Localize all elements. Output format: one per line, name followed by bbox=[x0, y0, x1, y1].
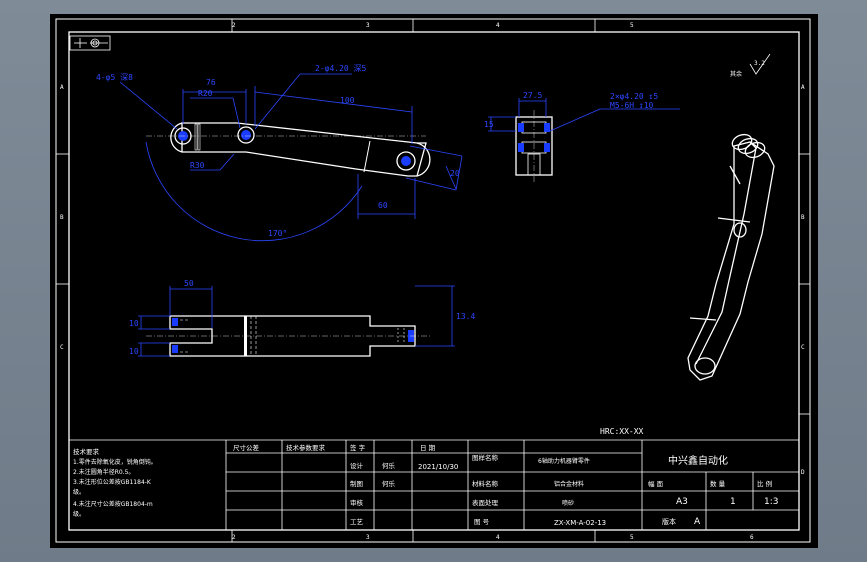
arm-step-line bbox=[363, 140, 371, 173]
zone-right-3: C bbox=[801, 344, 805, 351]
col-header-sign: 签 字 bbox=[350, 443, 366, 452]
dim-20: 20 bbox=[450, 169, 460, 178]
dim-13: 13.4 bbox=[456, 312, 475, 321]
dim-r30: R30 bbox=[190, 161, 205, 170]
review-label: 审核 bbox=[350, 498, 364, 507]
front-view: 50 10 10 13.4 bbox=[129, 279, 475, 357]
qty-value: 1 bbox=[730, 497, 736, 507]
title-block: 尺寸公差 技术参数要求 签 字 日 期 设计 何乐 2021/10/30 制图 … bbox=[69, 439, 799, 530]
hole-middle-fill bbox=[241, 130, 251, 140]
inner-border bbox=[68, 31, 800, 531]
zone-top-1: 2 bbox=[232, 22, 236, 29]
hole-right-fill bbox=[401, 156, 411, 166]
zone-left-2: B bbox=[60, 214, 64, 221]
project-label: 图样名称 bbox=[472, 453, 499, 462]
dim-76: 76 bbox=[206, 78, 216, 87]
arm-outline bbox=[181, 122, 427, 177]
drawing-sheet: 2 3 4 5 2 3 4 5 6 A B C A B C D 其余 3.2 bbox=[55, 18, 811, 543]
dim-10a: 10 bbox=[129, 319, 139, 328]
top-view-dimensions bbox=[119, 73, 463, 242]
drafter-label: 制图 bbox=[350, 479, 363, 488]
version-value: A bbox=[694, 517, 701, 527]
material-label: 材料名称 bbox=[472, 479, 499, 488]
roughness-label: 其余 bbox=[730, 70, 742, 78]
zone-bottom-4: 5 bbox=[630, 534, 634, 541]
zone-right-2: B bbox=[801, 214, 805, 221]
dim-50: 50 bbox=[184, 279, 194, 288]
dim-r20: R20 bbox=[198, 89, 213, 98]
col-header-date: 日 期 bbox=[420, 444, 436, 452]
design-date: 2021/10/30 bbox=[418, 463, 458, 471]
col-header-tolerance: 尺寸公差 bbox=[233, 443, 260, 452]
side-callout-1: 2×φ4.20 ↧5 bbox=[610, 92, 658, 101]
projection-symbol-icon bbox=[69, 35, 111, 51]
zone-bottom-5: 6 bbox=[750, 534, 754, 541]
top-view-dim-text: 4-φ5 深8 76 R20 2-φ4.20 深5 100 R30 170° 2… bbox=[96, 64, 460, 238]
cad-drawing-viewport[interactable]: 2 3 4 5 2 3 4 5 6 A B C A B C D 其余 3.2 bbox=[50, 14, 818, 548]
design-label: 设计 bbox=[350, 461, 364, 470]
company-name: 中兴鑫自动化 bbox=[668, 454, 728, 467]
size-label: 幅 面 bbox=[648, 479, 664, 488]
version-label: 版本 bbox=[662, 517, 676, 526]
side-callout-2: M5-6H ↧10 bbox=[610, 101, 654, 110]
zone-right-4: D bbox=[801, 469, 805, 476]
zone-top-3: 4 bbox=[496, 22, 500, 29]
note-line-2: 2.未注圆角半径R0.5。 bbox=[73, 468, 134, 476]
hole-middle bbox=[237, 126, 255, 144]
zone-top-2: 3 bbox=[366, 22, 370, 29]
hole-callout: 4-φ5 深8 bbox=[96, 73, 133, 82]
hole-right bbox=[396, 151, 416, 171]
note-line-5: 4.未注尺寸公差按GB1804-m bbox=[73, 500, 153, 508]
drawing-no-label: 图 号 bbox=[474, 518, 490, 526]
zone-bottom-2: 3 bbox=[366, 534, 370, 541]
zone-labels: 2 3 4 5 2 3 4 5 6 A B C A B C D bbox=[60, 22, 805, 541]
treatment-label: 表面处理 bbox=[472, 498, 499, 507]
drafter-name: 何乐 bbox=[382, 479, 396, 488]
zone-left-3: C bbox=[60, 344, 64, 351]
technical-notes: 技术要求 1.零件去除氧化皮，锐角倒钝。 2.未注圆角半径R0.5。 3.未注形… bbox=[73, 447, 157, 518]
zone-left-1: A bbox=[60, 84, 64, 91]
material-value: 铝合金材料 bbox=[554, 480, 584, 488]
hrc-note: HRC:XX-XX bbox=[600, 427, 644, 436]
pin-callout: 2-φ4.20 深5 bbox=[315, 64, 367, 73]
col-header-spec: 技术参数要求 bbox=[286, 443, 326, 452]
dim-10b: 10 bbox=[129, 347, 139, 356]
zone-bottom-3: 4 bbox=[496, 534, 500, 541]
zone-right-1: A bbox=[801, 84, 805, 91]
zone-top-4: 5 bbox=[630, 22, 634, 29]
scale-value: 1:3 bbox=[764, 497, 778, 507]
design-name: 何乐 bbox=[382, 461, 396, 470]
outer-border bbox=[55, 18, 811, 543]
dim-27: 27.5 bbox=[523, 91, 542, 100]
note-line-3: 3.未注形位公差按GB1184-K bbox=[73, 478, 152, 486]
roughness-value: 3.2 bbox=[754, 60, 765, 67]
note-line-4: 级。 bbox=[73, 488, 85, 496]
dim-100: 100 bbox=[340, 96, 355, 105]
process-label: 工艺 bbox=[350, 518, 364, 526]
treatment-value: 喷砂 bbox=[562, 499, 574, 507]
zone-ticks bbox=[56, 19, 810, 542]
qty-label: 数 量 bbox=[710, 479, 726, 488]
side-view: 27.5 15 2×φ4.20 ↧5 M5-6H ↧10 bbox=[484, 91, 680, 182]
drawing-no: ZX-XM-A-02-13 bbox=[554, 519, 606, 527]
scale-label: 比 例 bbox=[757, 479, 772, 488]
note-line-6: 级。 bbox=[73, 510, 85, 518]
note-line-1: 1.零件去除氧化皮，锐角倒钝。 bbox=[73, 458, 157, 466]
top-view: 4-φ5 深8 76 R20 2-φ4.20 深5 100 R30 170° 2… bbox=[96, 64, 463, 242]
surface-roughness-symbol: 其余 3.2 bbox=[730, 53, 771, 78]
size-value: A3 bbox=[676, 497, 688, 507]
dim-15: 15 bbox=[484, 120, 494, 129]
zone-bottom-1: 2 bbox=[232, 534, 236, 541]
isometric-view bbox=[687, 133, 775, 381]
dim-60: 60 bbox=[378, 201, 388, 210]
roughness-check-icon bbox=[749, 53, 771, 75]
notes-title: 技术要求 bbox=[73, 447, 100, 456]
project-value: 6轴助力机器臂零件 bbox=[538, 457, 590, 465]
front-outline bbox=[169, 315, 416, 357]
dim-170: 170° bbox=[268, 229, 287, 238]
